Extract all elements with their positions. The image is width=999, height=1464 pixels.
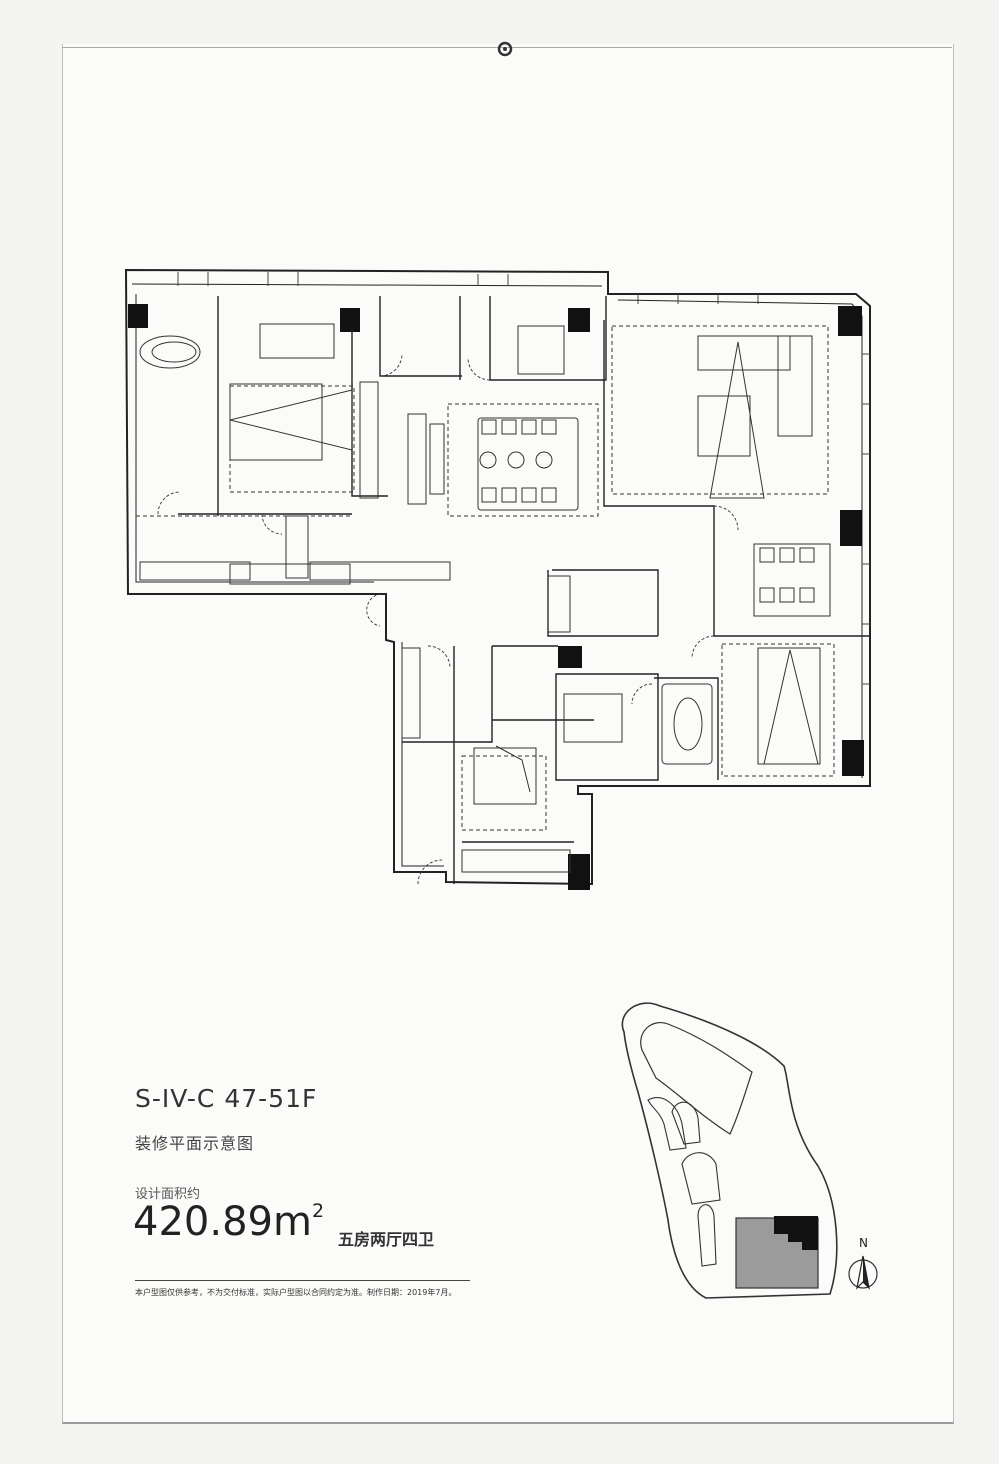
area-unit-power: 2 [311,1199,325,1222]
top-rule [62,47,952,48]
disclaimer-rule [135,1280,470,1281]
area-number: 420.89 [133,1199,273,1245]
floor-plan-drawing [124,268,871,890]
unit-code: S-IV-C 47-51F [135,1084,318,1113]
ornament-icon [497,41,513,57]
north-compass: N [846,1236,880,1296]
room-layout: 五房两厅四卫 [338,1230,435,1249]
north-arrow-icon [848,1255,878,1290]
north-label: N [859,1236,868,1250]
disclaimer: 本户型图仅供参考，不为交付标准，实际户型图以合同约定为准。制作日期：2019年7… [135,1288,457,1297]
area-label: 设计面积约 [135,1187,201,1202]
plan-title: 装修平面示意图 [135,1134,255,1153]
unit-highlight [774,1216,818,1250]
site-key-map [621,1002,838,1299]
area-unit: m [272,1199,312,1245]
area-value: 420.89m2 [133,1199,325,1245]
